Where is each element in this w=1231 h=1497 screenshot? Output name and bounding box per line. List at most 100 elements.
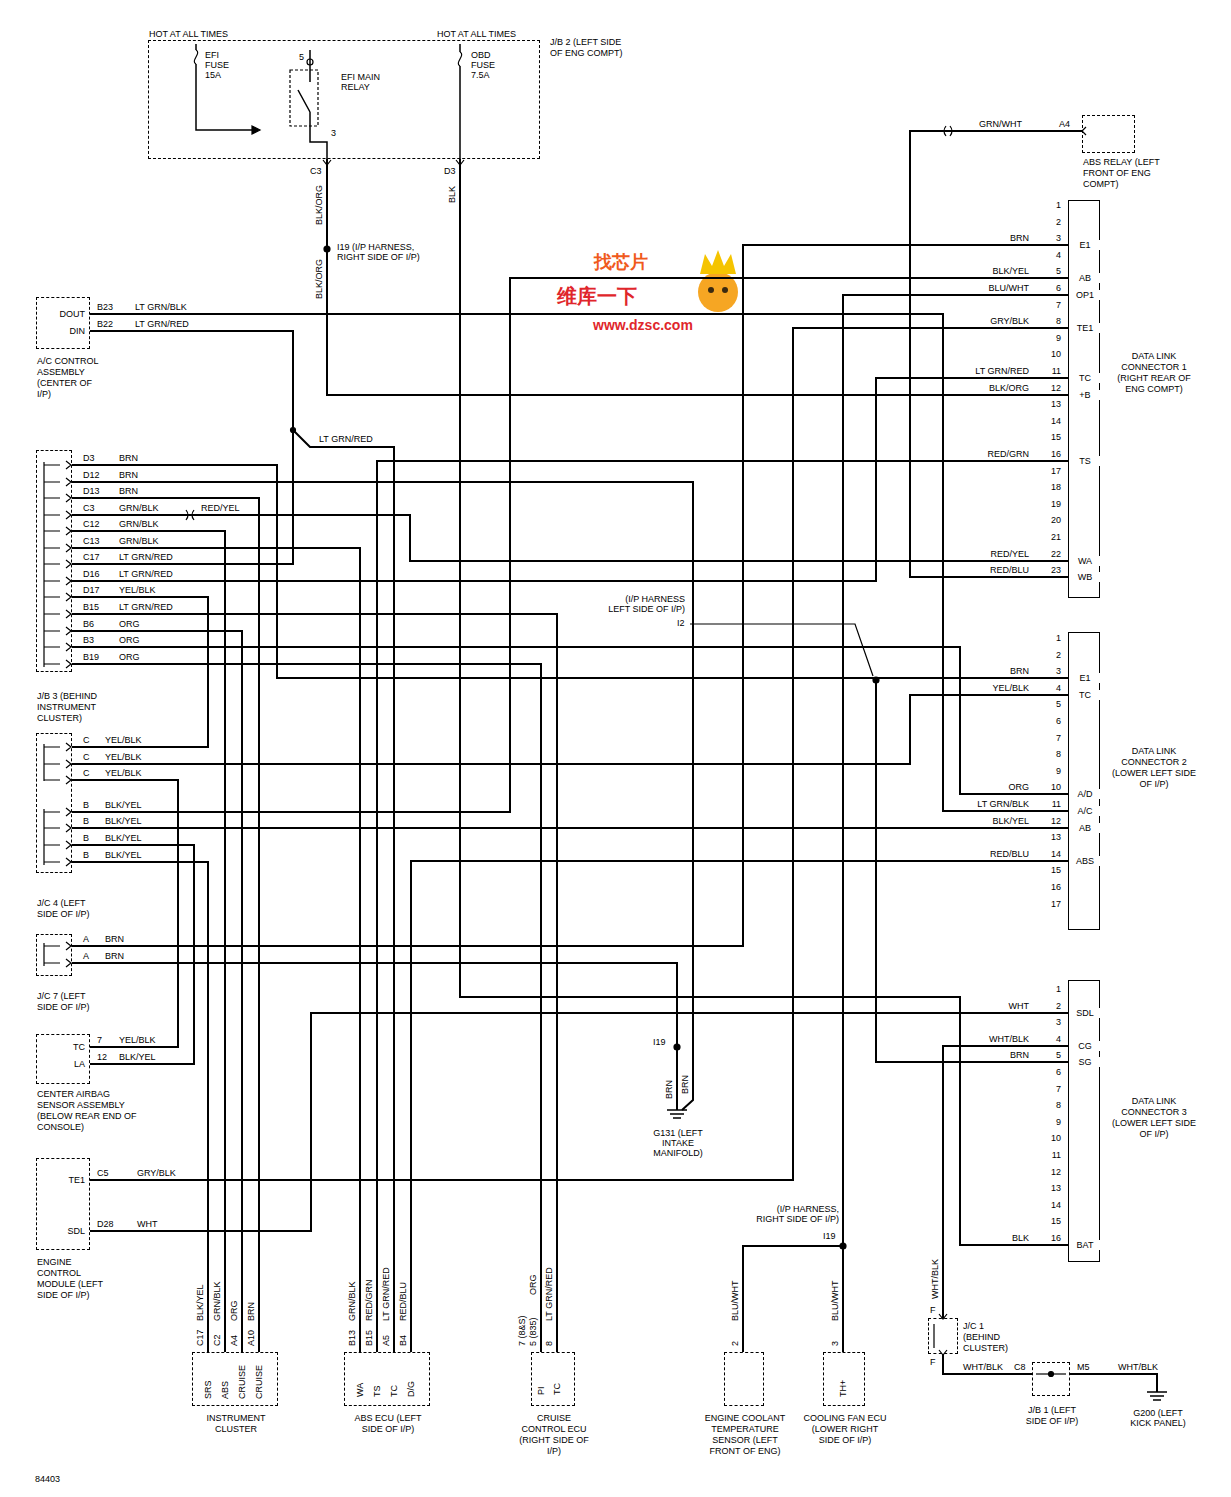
wire-label: 8 [1055, 749, 1062, 759]
relay-pin [307, 59, 313, 65]
wire-label: WA [355, 1382, 365, 1398]
wire-label: (I/P HARNESS, RIGHT SIDE OF I/P) [746, 1204, 840, 1224]
watermark-mascot [700, 250, 736, 274]
control-assembly: A/C CONTROL ASSEMBLY (CENTER OF I/P) [36, 297, 90, 349]
watermark: 找芯片 [593, 252, 649, 273]
wire-connector [943, 1354, 1032, 1374]
wire-label: E1 [1069, 240, 1101, 250]
wire-label: 3 [1055, 666, 1062, 676]
wire-label: 16 [1050, 882, 1062, 892]
wire-label: AB [1069, 823, 1101, 833]
wire-label: I19 [822, 1231, 837, 1241]
wire-label: GRN/BLK [212, 1280, 222, 1322]
wire-label: 15 [1050, 1216, 1062, 1226]
wire-label: WHT/BLK [1117, 1362, 1159, 1372]
wire-label: BLU/WHT [730, 1280, 740, 1323]
wire-label: 1 [1055, 633, 1062, 643]
component-caption: J/B 3 (BEHIND INSTRUMENT CLUSTER) [37, 691, 121, 724]
wire-label: TS [1069, 456, 1101, 466]
wire-label: EFI MAIN RELAY [340, 72, 384, 92]
junction-connector: J/C 1 (BEHIND CLUSTER) [928, 1318, 958, 1354]
wire-label: B15 [364, 1329, 374, 1347]
wire-label: G200 (LEFT KICK PANEL) [1126, 1408, 1190, 1428]
wire-label: 13 [1050, 1183, 1062, 1193]
wire-label: BLK/YEL [104, 816, 143, 826]
wire-label: 5 [1055, 266, 1062, 276]
wire-label: GRN/BLK [118, 519, 160, 529]
wire-label: 15 [1050, 865, 1062, 875]
wire-label: BAT [1069, 1240, 1101, 1250]
wire-label: 84403 [34, 1474, 61, 1484]
wiring-art [44, 40, 1167, 1400]
relay-symbol [290, 70, 318, 126]
wire-label: 13 [1050, 399, 1062, 409]
wire-label: 2 [1055, 650, 1062, 660]
wire-label: YEL/BLK [104, 735, 143, 745]
wire-label: BRN [1009, 233, 1030, 243]
wire-label: GRN/WHT [978, 119, 1023, 129]
component-caption: CRUISE CONTROL ECU (RIGHT SIDE OF I/P) [519, 1413, 589, 1457]
wire-label: RED/BLU [398, 1281, 408, 1322]
wire-label: A [82, 934, 90, 944]
wire-label: RED/GRN [364, 1278, 374, 1322]
wire-label: 9 [1055, 333, 1062, 343]
component-caption: ABS RELAY (LEFT FRONT OF ENG COMPT) [1083, 157, 1163, 190]
wire-connector [90, 1013, 1068, 1231]
wire-label: BLK [447, 185, 457, 204]
junction-bus [44, 462, 60, 667]
wire-label: SRS [203, 1379, 213, 1400]
wire-label: RED/YEL [200, 503, 241, 513]
wire-label: TS [372, 1384, 382, 1398]
wire-label: YEL/BLK [118, 1035, 157, 1045]
wire-label: I2 [676, 618, 686, 628]
wire-label: GRY/BLK [136, 1168, 177, 1178]
wire-label: ORG [118, 635, 141, 645]
watermark: www.dzsc.com [592, 317, 694, 334]
arrow-symbol [252, 126, 260, 134]
wire-label: 1 [1055, 200, 1062, 210]
wire-label: 23 [1050, 565, 1062, 575]
wire-label: D16 [82, 569, 101, 579]
component-caption: CENTER AIRBAG SENSOR ASSEMBLY (BELOW REA… [37, 1089, 137, 1133]
junction-block: J/B 1 (LEFT SIDE OF I/P) [1032, 1362, 1070, 1396]
wire-label: C17 [82, 552, 101, 562]
fuse-symbol [194, 50, 197, 64]
wire-label: YEL/BLK [991, 683, 1030, 693]
wire-label: LT GRN/RED [118, 569, 174, 579]
wire-label: 7 [96, 1035, 103, 1045]
wire-label: 2 [1055, 1001, 1062, 1011]
wire-label: BRN [1009, 666, 1030, 676]
component-caption: J/B 2 (LEFT SIDE OF ENG COMPT) [550, 37, 630, 59]
watermark-mascot [722, 287, 728, 293]
wire-label: BLK/YEL [104, 850, 143, 860]
wire-label: ORG [118, 619, 141, 629]
wire-label: 20 [1050, 515, 1062, 525]
wire-label: 16 [1050, 1233, 1062, 1243]
wire-label: 10 [1050, 1133, 1062, 1143]
wire-label: A/C [1069, 806, 1101, 816]
wire-label: B23 [96, 302, 114, 312]
wire-label: YEL/BLK [104, 768, 143, 778]
wire-label: BRN [680, 1074, 690, 1095]
wire-label: 4 [1055, 1034, 1062, 1044]
wire-label: C [82, 752, 91, 762]
wire-label: WB [1069, 572, 1101, 582]
wire-connector [843, 295, 1068, 1352]
wire-connector [72, 597, 208, 747]
wire-label: CRUISE [254, 1364, 264, 1400]
wire-label: 5 (835) [528, 1316, 538, 1347]
component-caption: DATA LINK CONNECTOR 1 (RIGHT REAR OF ENG… [1111, 351, 1197, 395]
wire-connector [460, 159, 1068, 1245]
wire-label: TE1 [1069, 323, 1101, 333]
wire-label: 6 [1055, 283, 1062, 293]
wire-label: BRN [664, 1079, 674, 1100]
component-caption: DATA LINK CONNECTOR 3 (LOWER LEFT SIDE O… [1111, 1096, 1197, 1140]
wire-label: B15 [82, 602, 100, 612]
connector-pin [44, 942, 71, 967]
wire-label: WHT [1008, 1001, 1031, 1011]
wire-label: RED/GRN [986, 449, 1030, 459]
wire-label: TE1 [67, 1175, 86, 1185]
wire-label: 3 [1055, 1017, 1062, 1027]
